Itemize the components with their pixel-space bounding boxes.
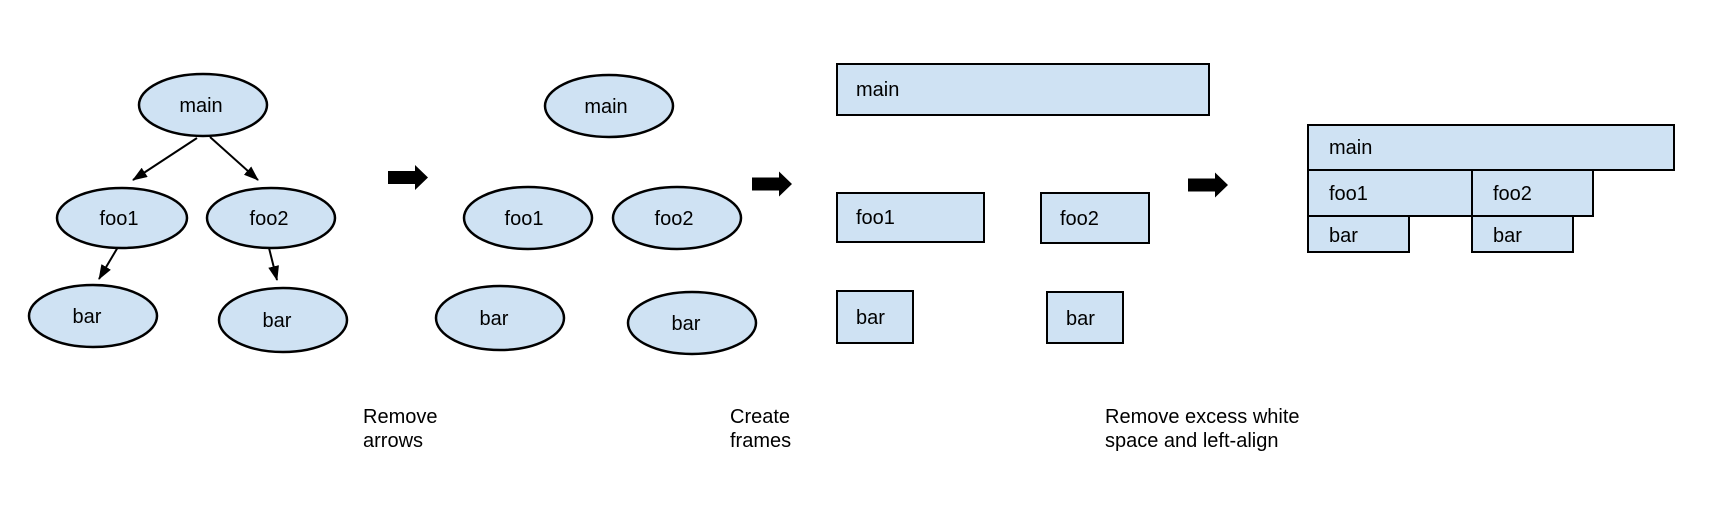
step-arrow-3-icon bbox=[1188, 172, 1228, 198]
frame-bar-left bbox=[836, 290, 914, 344]
ellipse-main bbox=[137, 72, 269, 138]
ellipse-foo1 bbox=[462, 185, 594, 251]
step-label-line: Remove excess white bbox=[1105, 406, 1300, 428]
frame-foo2 bbox=[1040, 192, 1150, 244]
frame-label-foo2: foo2 bbox=[1060, 208, 1099, 230]
step-arrow-2-icon bbox=[752, 171, 792, 197]
step-label-line: Create bbox=[730, 406, 790, 428]
step-label-line: Remove bbox=[363, 406, 437, 428]
frame-main bbox=[836, 63, 1210, 116]
edge-main-foo1 bbox=[132, 137, 198, 181]
node-label-bar-left: bar bbox=[73, 306, 102, 328]
ellipse-main bbox=[543, 73, 675, 139]
flame-label-foo2: foo2 bbox=[1493, 183, 1532, 205]
ellipse-bar-right bbox=[626, 290, 758, 356]
node-label-main: main bbox=[584, 96, 627, 118]
edge-main-foo2 bbox=[209, 136, 259, 181]
step-label-create-frames: Create frames bbox=[730, 406, 796, 452]
node-label-main: main bbox=[179, 95, 222, 117]
step-label-line: space and left-align bbox=[1105, 430, 1278, 452]
ellipse-foo2 bbox=[205, 186, 337, 250]
frame-label-foo1: foo1 bbox=[856, 207, 895, 229]
flame-frame-foo2 bbox=[1471, 169, 1594, 217]
frame-label-main: main bbox=[856, 79, 899, 101]
edge-foo1-bar bbox=[98, 246, 119, 280]
node-label-foo2: foo2 bbox=[655, 208, 694, 230]
node-label-bar-left: bar bbox=[480, 308, 509, 330]
node-label-foo1: foo1 bbox=[100, 208, 139, 230]
step-label-remove-arrows: Remove arrows bbox=[363, 406, 443, 452]
frame-label-bar-right: bar bbox=[1066, 308, 1095, 330]
panel-no-arrows: main foo1 foo2 bar bar bbox=[434, 73, 758, 356]
flame-frame-main bbox=[1307, 124, 1675, 171]
ellipse-bar-left bbox=[27, 283, 159, 349]
ellipse-foo1 bbox=[55, 186, 189, 250]
node-label-bar-right: bar bbox=[672, 313, 701, 335]
edge-foo2-bar bbox=[268, 247, 279, 281]
step-label-line: frames bbox=[730, 430, 791, 452]
step-label-left-align: Remove excess white space and left-align bbox=[1105, 406, 1305, 452]
ellipse-bar-left bbox=[434, 284, 566, 352]
frame-foo1 bbox=[836, 192, 985, 243]
flame-frame-bar-right bbox=[1471, 215, 1574, 253]
flame-label-main: main bbox=[1329, 137, 1372, 159]
frame-label-bar-left: bar bbox=[856, 307, 885, 329]
frame-bar-right bbox=[1046, 291, 1124, 344]
panel-flame-graph: main foo1 foo2 bar bar bbox=[1307, 124, 1675, 253]
flame-label-bar-left: bar bbox=[1329, 225, 1358, 247]
flame-label-bar-right: bar bbox=[1493, 225, 1522, 247]
step-label-line: arrows bbox=[363, 430, 423, 452]
node-label-bar-right: bar bbox=[263, 310, 292, 332]
step-arrow-1-icon bbox=[388, 165, 428, 190]
flame-frame-bar-left bbox=[1307, 215, 1410, 253]
ellipse-foo2 bbox=[611, 185, 743, 251]
panel-frames: main foo1 foo2 bar bar bbox=[836, 63, 1210, 344]
panel-call-tree: main foo1 foo2 bar bar bbox=[27, 72, 349, 354]
ellipse-bar-right bbox=[217, 286, 349, 354]
flame-label-foo1: foo1 bbox=[1329, 183, 1368, 205]
node-label-foo2: foo2 bbox=[250, 208, 289, 230]
node-label-foo1: foo1 bbox=[505, 208, 544, 230]
